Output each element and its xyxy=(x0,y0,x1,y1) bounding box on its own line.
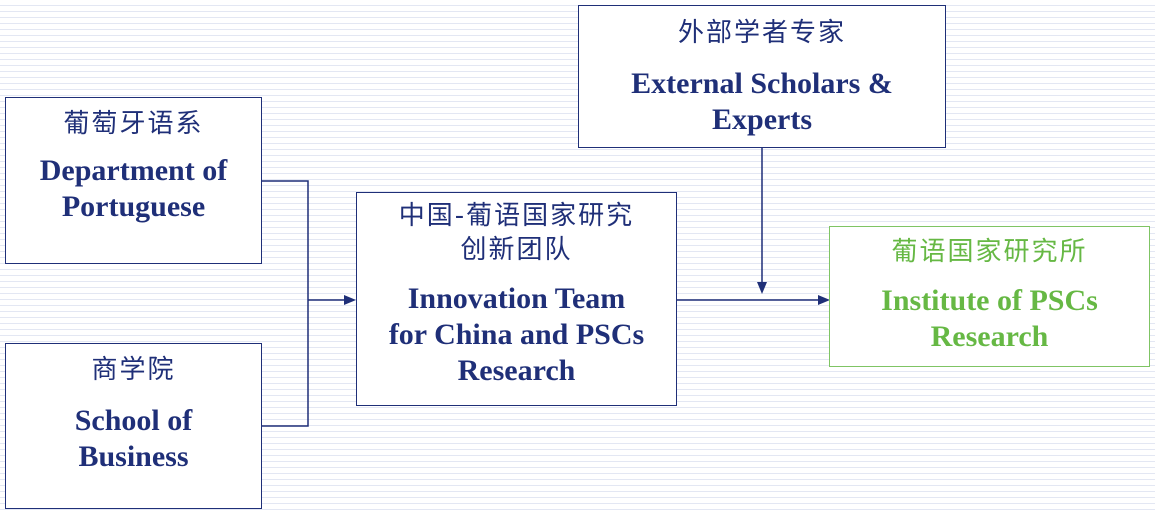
school-of-business-box: 商学院 School of Business xyxy=(5,343,262,509)
business-chinese-label: 商学院 xyxy=(91,355,176,385)
innovation-english-label-line2: for China and PSCs xyxy=(388,318,645,351)
external-english-label-line1: External Scholars & xyxy=(631,67,893,100)
innovation-chinese-label-line2: 创新团队 xyxy=(460,235,573,265)
external-scholars-box: 外部学者专家 External Scholars & Experts xyxy=(578,5,946,148)
institute-english-label-line1: Institute of PSCs xyxy=(881,284,1098,317)
institute-chinese-label: 葡语国家研究所 xyxy=(891,237,1088,267)
innovation-chinese-label-line1: 中国-葡语国家研究 xyxy=(398,201,635,231)
arrowhead-external xyxy=(757,282,767,294)
innovation-english-label-line3: Research xyxy=(457,354,576,387)
arrowhead-institute xyxy=(818,295,830,305)
external-chinese-label: 外部学者专家 xyxy=(677,18,846,48)
institute-of-pscs-research-box: 葡语国家研究所 Institute of PSCs Research xyxy=(829,226,1150,367)
department-english-label-line2: Portuguese xyxy=(61,190,206,223)
connector-department xyxy=(262,180,309,300)
innovation-english-label-line1: Innovation Team xyxy=(407,282,626,315)
external-english-label-line2: Experts xyxy=(712,103,812,136)
arrowhead-innovation xyxy=(344,295,356,305)
connector-business xyxy=(262,300,309,427)
department-english-label-line1: Department of xyxy=(39,154,228,187)
innovation-team-box: 中国-葡语国家研究 创新团队 Innovation Team for China… xyxy=(356,192,677,406)
institute-english-label-line2: Research xyxy=(930,320,1049,353)
department-of-portuguese-box: 葡萄牙语系 Department of Portuguese xyxy=(5,97,262,264)
department-chinese-label: 葡萄牙语系 xyxy=(63,109,204,139)
business-english-label-line2: Business xyxy=(78,440,189,473)
business-english-label-line1: School of xyxy=(74,404,193,437)
